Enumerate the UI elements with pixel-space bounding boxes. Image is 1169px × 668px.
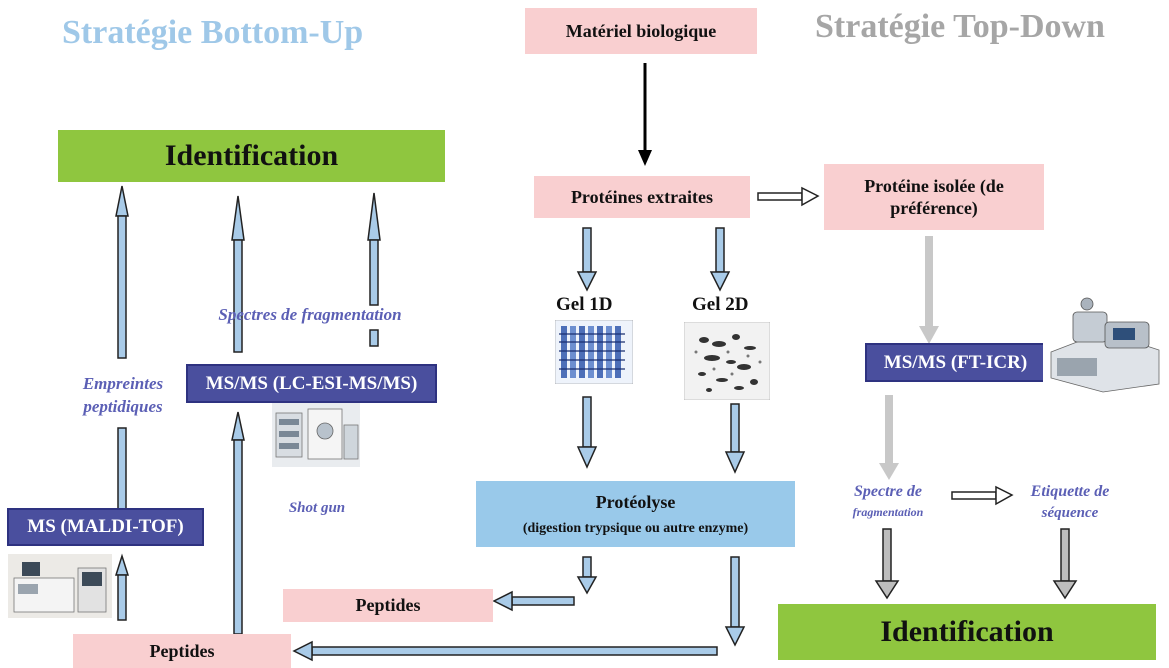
arrow-etiquette-to-identification xyxy=(1052,528,1078,600)
arrow-down-gel1d xyxy=(576,227,598,292)
arrow-up-peptides-to-maldi xyxy=(114,553,130,621)
title-bottom-up: Stratégie Bottom-Up xyxy=(62,14,364,51)
materiel-biologique-box: Matériel biologique xyxy=(525,8,757,54)
fragmentation-small-label: fragmentation xyxy=(852,505,924,519)
arrow-proteolyse-to-peptides-upper xyxy=(492,556,598,612)
arrow-down-gel1d-to-proteolyse xyxy=(576,396,598,469)
gel-2d-image xyxy=(684,322,770,400)
arrow-up-msms xyxy=(231,195,245,353)
identification-right-box: Identification xyxy=(778,604,1156,660)
arrow-spectre-to-identification xyxy=(874,528,900,600)
peptides-lower-box: Peptides xyxy=(73,634,291,668)
identification-left-box: Identification xyxy=(58,130,445,182)
arrow-proteines-to-isolee xyxy=(757,186,820,207)
arrow-ftcr-to-spectre xyxy=(879,395,899,480)
proteolyse-box: Protéolyse (digestion trypsique ou autre… xyxy=(476,481,795,547)
arrow-spectre-to-etiquette xyxy=(951,485,1014,506)
lc-esi-instrument-image xyxy=(272,403,360,467)
maldi-instrument-image xyxy=(8,554,112,618)
etiquette-de-label: Etiquette de xyxy=(1030,483,1110,500)
msms-ftcr-box: MS/MS (FT-ICR) xyxy=(865,343,1046,382)
gel-1d-image xyxy=(555,320,633,384)
arrow-materiel-to-proteines xyxy=(638,63,652,166)
proteine-isolee-box: Protéine isolée (de préférence) xyxy=(824,164,1044,230)
sequence-label: séquence xyxy=(1041,505,1099,521)
gel-2d-label: Gel 2D xyxy=(692,294,749,315)
ms-maldi-box: MS (MALDI-TOF) xyxy=(7,508,204,546)
arrow-down-gel2d xyxy=(709,227,731,292)
peptides-upper-box: Peptides xyxy=(283,589,493,622)
proteolyse-subtitle: (digestion trypsique ou autre enzyme) xyxy=(522,520,749,536)
arrow-isolee-to-ftcr xyxy=(919,236,939,344)
spectres-fragmentation-label: Spectres de fragmentation xyxy=(218,305,402,324)
arrow-up-peptides-to-msms xyxy=(231,411,245,635)
proteines-extraites-box: Protéines extraites xyxy=(534,176,750,218)
gel-1d-label: Gel 1D xyxy=(556,294,613,315)
proteolyse-title: Protéolyse xyxy=(595,492,676,512)
spectre-de-label: Spectre de xyxy=(854,483,922,500)
title-top-down: Stratégie Top-Down xyxy=(815,8,1105,45)
arrow-up-empreintes xyxy=(115,185,129,512)
arrow-down-gel2d-to-proteolyse xyxy=(724,403,746,474)
shot-gun-label: Shot gun xyxy=(288,500,346,516)
arrow-up-spectres xyxy=(367,192,381,347)
ftcr-instrument-image xyxy=(1043,292,1165,396)
arrow-proteolyse-to-peptides-lower xyxy=(292,556,746,662)
empreintes-label: Empreintes peptidiques xyxy=(82,374,164,416)
msms-lc-box: MS/MS (LC-ESI-MS/MS) xyxy=(186,364,437,403)
